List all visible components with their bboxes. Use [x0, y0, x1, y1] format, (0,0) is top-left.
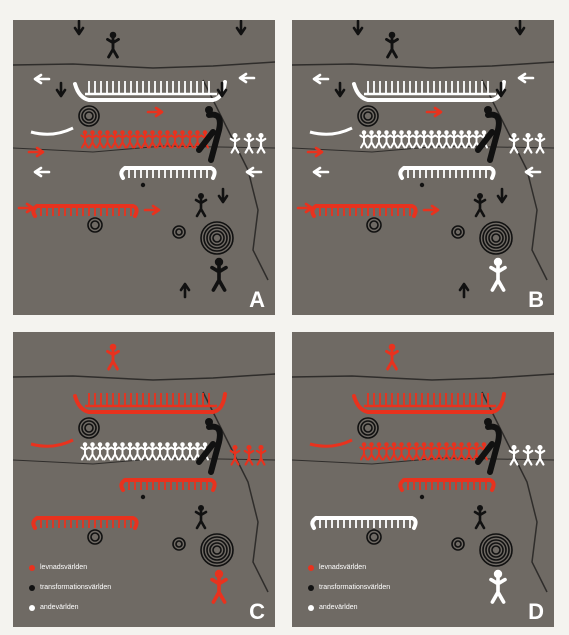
dot — [420, 183, 424, 187]
right-people — [510, 133, 545, 153]
legend-dot — [29, 565, 35, 571]
panel-a: A — [13, 20, 275, 315]
legend-item: levnadsvärlden — [29, 564, 87, 571]
petroglyph-scene — [13, 332, 275, 627]
legend-label: andevärlden — [40, 604, 79, 611]
right-people — [510, 445, 545, 465]
legend-item: andevärlden — [29, 604, 79, 611]
right-people — [231, 445, 266, 465]
legend-label: andevärlden — [319, 604, 358, 611]
panel-label: D — [528, 599, 544, 625]
panel-label: A — [249, 287, 265, 313]
dot — [141, 183, 145, 187]
petroglyph-scene — [13, 20, 275, 315]
legend-label: transformationsvärlden — [319, 584, 390, 591]
panel-b: B — [292, 20, 554, 315]
panel-c: Clevnadsvärlden transformationsvärlden and… — [13, 332, 275, 627]
right-people — [231, 133, 266, 153]
dot — [420, 495, 424, 499]
legend-dot — [29, 585, 35, 591]
legend-label: levnadsvärlden — [40, 564, 87, 571]
legend-dot — [308, 605, 314, 611]
legend-item: transformationsvärlden — [308, 584, 390, 591]
petroglyph-scene — [292, 332, 554, 627]
panel-label: C — [249, 599, 265, 625]
legend-dot — [29, 605, 35, 611]
dot — [141, 495, 145, 499]
legend-item: levnadsvärlden — [308, 564, 366, 571]
legend-label: transformationsvärlden — [40, 584, 111, 591]
legend-dot — [308, 585, 314, 591]
panel-label: B — [528, 287, 544, 313]
legend-item: andevärlden — [308, 604, 358, 611]
panel-d: Dlevnadsvärlden transformationsvärlden and… — [292, 332, 554, 627]
petroglyph-scene — [292, 20, 554, 315]
legend-item: transformationsvärlden — [29, 584, 111, 591]
legend-dot — [308, 565, 314, 571]
legend-label: levnadsvärlden — [319, 564, 366, 571]
